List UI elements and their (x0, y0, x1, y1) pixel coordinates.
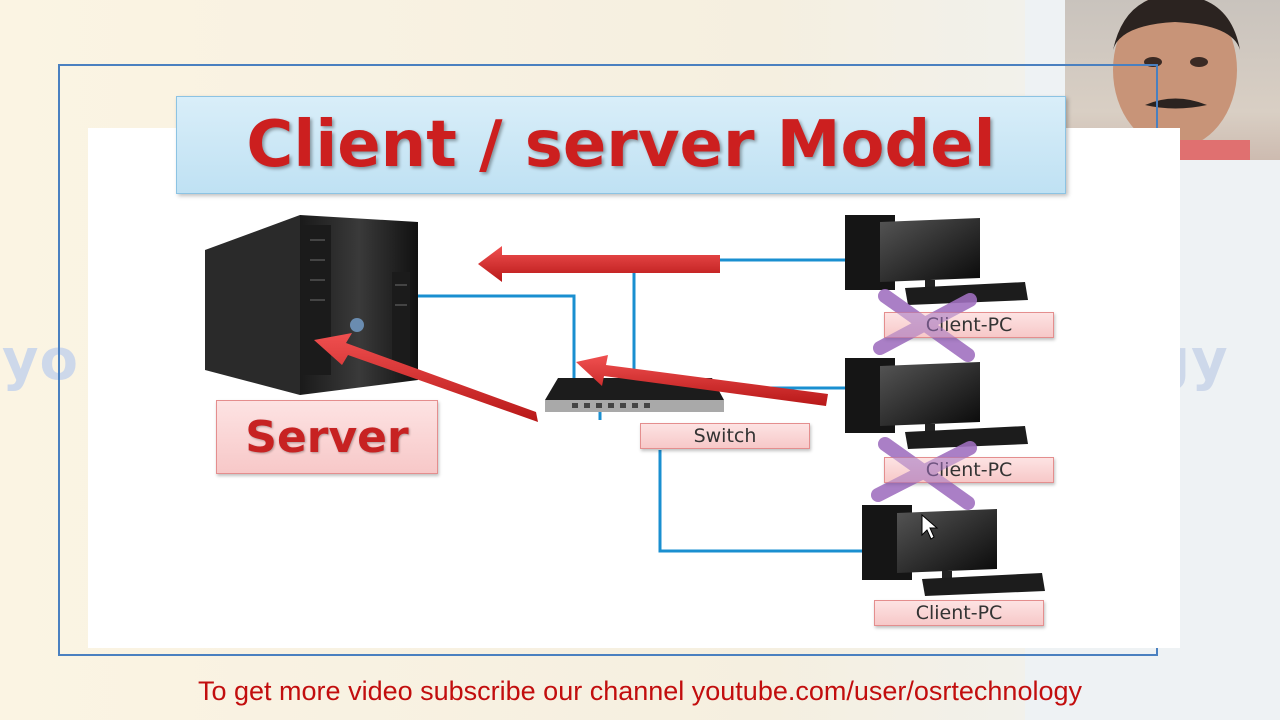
desktop-pc-icon (845, 358, 1028, 449)
slide-title: Client / server Model (246, 108, 996, 182)
arrow-icon (576, 355, 828, 406)
watermark-left: yo (2, 328, 79, 393)
switch-label: Switch (693, 425, 757, 447)
arrow-icon (478, 246, 720, 282)
client-pc-label: Client-PC (915, 602, 1003, 624)
client-pc-label: Client-PC (925, 459, 1013, 481)
switch-label-box: Switch (640, 423, 810, 449)
subscribe-footer: To get more video subscribe our channel … (198, 676, 1082, 706)
cable-switch-pc1 (632, 258, 845, 380)
client-pc-label-3: Client-PC (874, 600, 1044, 626)
server-label-box: Server (216, 400, 438, 474)
desktop-pc-icon (845, 215, 1028, 305)
arrow-icon (314, 333, 538, 422)
server-label: Server (245, 411, 409, 463)
mouse-cursor-icon (921, 513, 939, 540)
client-pc-label-2: Client-PC (884, 457, 1054, 483)
client-pc-label-1: Client-PC (884, 312, 1054, 338)
cable-server-switch (418, 294, 576, 380)
client-pc-label: Client-PC (925, 314, 1013, 336)
desktop-pc-icon (862, 505, 1045, 596)
slide-title-box: Client / server Model (176, 96, 1066, 194)
cable-switch-pc3 (658, 450, 862, 553)
